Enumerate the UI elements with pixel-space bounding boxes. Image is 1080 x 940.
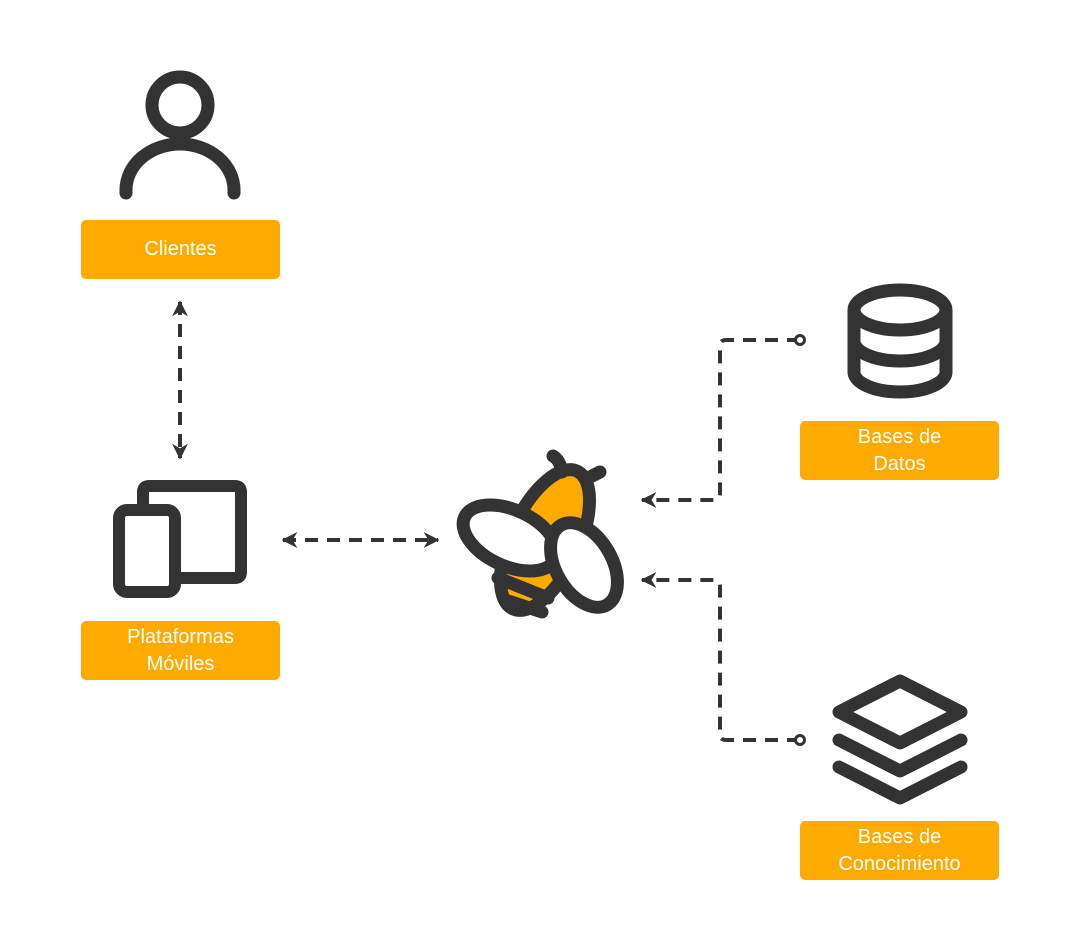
bases-de-conocimiento-label: Bases de Conocimiento xyxy=(800,821,999,880)
plataformas-moviles-label: Plataformas Móviles xyxy=(81,621,280,680)
devices-icon xyxy=(113,480,247,598)
conocimiento-label-line-1: Bases de xyxy=(857,825,942,848)
plataformas-label-line-2: Móviles xyxy=(146,652,215,675)
clientes-label-line: Clientes xyxy=(144,238,217,260)
plataformas-label-line-1: Plataformas xyxy=(127,625,234,648)
connector-conocimiento-hub xyxy=(640,572,800,742)
datos-label-line-2: Datos xyxy=(873,452,926,475)
clientes-label: Clientes xyxy=(81,220,280,279)
bee-icon xyxy=(456,449,624,619)
connector-endpoint-datos xyxy=(794,334,806,346)
bases-de-datos-label: Bases de Datos xyxy=(800,421,999,480)
connector-endpoint-conocimiento xyxy=(794,734,806,746)
user-icon xyxy=(119,70,241,200)
database-icon xyxy=(847,283,953,399)
datos-label-line-1: Bases de xyxy=(857,425,942,448)
conocimiento-label-line-2: Conocimiento xyxy=(838,852,961,875)
layers-icon xyxy=(832,674,968,805)
connector-datos-hub xyxy=(640,338,800,508)
connectors xyxy=(172,300,800,742)
